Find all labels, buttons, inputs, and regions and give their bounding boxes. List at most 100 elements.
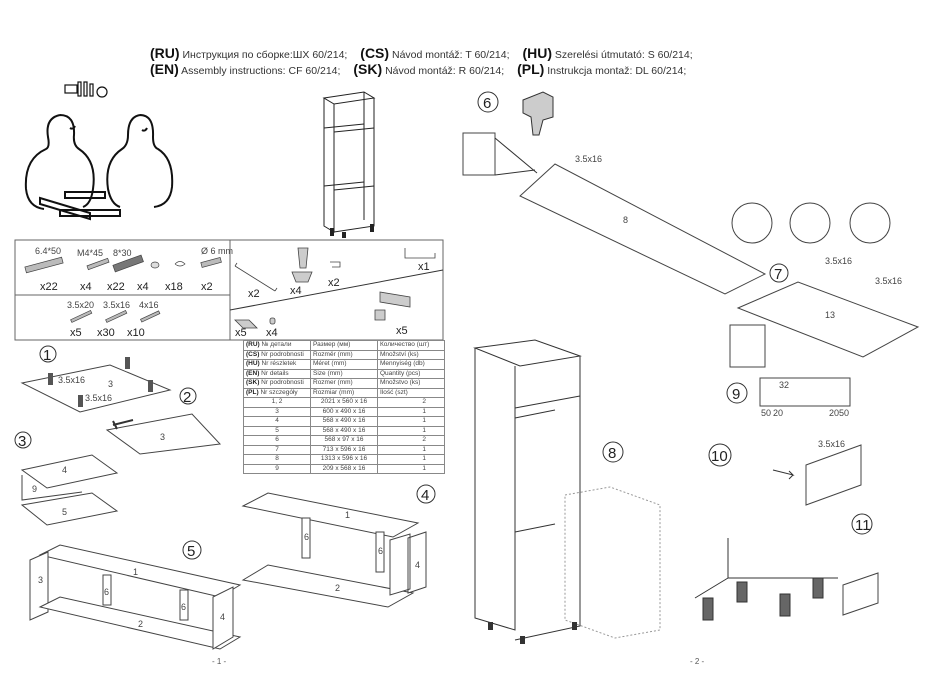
header-detail: (SK) Nr podrobnosti bbox=[243, 378, 311, 389]
step-number: 6 bbox=[483, 95, 491, 112]
cell-qty: 1 bbox=[377, 425, 445, 436]
cell-size: 568 x 490 x 16 bbox=[310, 425, 378, 436]
header-line-2: (EN) Assembly instructions: CF 60/214; (… bbox=[150, 61, 686, 77]
page-number-left: - 1 - bbox=[212, 657, 227, 666]
panel-label: 4 bbox=[62, 465, 67, 475]
cell-size: 1313 x 596 x 16 bbox=[310, 454, 378, 465]
header-detail: (PL) Nr szczegóły bbox=[243, 387, 311, 398]
hw-qty: x30 bbox=[97, 327, 115, 339]
hardware-box-left: 6.4*50 M4*45 8*30 Ø 6 mm x22 x4 x22 x4 x… bbox=[14, 239, 233, 341]
bolt-icon bbox=[86, 257, 110, 271]
cell-qty: 1 bbox=[377, 463, 445, 474]
tools-icon bbox=[64, 81, 108, 98]
hardware-box-right: x2 x4 x2 x1 x5 x4 x5 bbox=[229, 239, 444, 341]
cell-part: 1, 2 bbox=[243, 397, 311, 408]
title-ru: Инструкция по сборке:ШХ 60/214; bbox=[182, 49, 348, 61]
hanger-icon bbox=[330, 261, 341, 268]
header-size: Rozmiar (mm) bbox=[310, 387, 378, 398]
panel-label: 6 bbox=[304, 532, 309, 542]
step-number: 4 bbox=[421, 487, 429, 504]
step-number: 8 bbox=[608, 445, 616, 462]
panel-label: 1 bbox=[345, 510, 350, 520]
header-size: Size (mm) bbox=[310, 368, 378, 379]
header-qty: Количество (шт) bbox=[377, 340, 445, 351]
arrow-icon bbox=[772, 469, 795, 480]
cell-qty: 1 bbox=[377, 454, 445, 465]
hw-size: 8*30 bbox=[113, 248, 132, 258]
panel-label: 13 bbox=[825, 310, 835, 320]
hinge-adjust-detail bbox=[789, 202, 831, 244]
header-detail: (EN) Nr details bbox=[243, 368, 311, 379]
shelf-pin-icon bbox=[174, 261, 186, 267]
step-number: 5 bbox=[187, 543, 195, 560]
cap-icon bbox=[269, 317, 276, 325]
handle-icon bbox=[234, 262, 278, 292]
panel-label: 8 bbox=[623, 215, 628, 225]
panel-label: 3 bbox=[160, 432, 165, 442]
header-line-1: (RU) Инструкция по сборке:ШХ 60/214; (CS… bbox=[150, 45, 693, 61]
cell-qty: 1 bbox=[377, 406, 445, 417]
adjustable-leg-icon bbox=[291, 247, 313, 283]
cell-size: 2021 x 560 x 16 bbox=[310, 397, 378, 408]
lang-code: (PL) bbox=[517, 61, 545, 77]
drill-icon bbox=[522, 91, 554, 136]
screw-icon bbox=[105, 309, 128, 323]
lang-code: (RU) bbox=[150, 45, 180, 61]
hex-key-icon bbox=[404, 248, 436, 259]
hw-size: 4x16 bbox=[139, 300, 159, 310]
cell-part: 3 bbox=[243, 406, 311, 417]
dowel-icon bbox=[112, 254, 144, 273]
panel-label: 4 bbox=[220, 612, 225, 622]
wall-anchor-icon bbox=[200, 257, 222, 268]
panel-label: 2 bbox=[335, 583, 340, 593]
hw-size: Ø 6 mm bbox=[201, 246, 233, 256]
screw-label: 3.5x16 bbox=[825, 256, 852, 266]
header-qty: Quantity (pcs) bbox=[377, 368, 445, 379]
cell-part: 7 bbox=[243, 444, 311, 455]
dim-label: 20 bbox=[773, 408, 783, 418]
dim-label: 32 bbox=[779, 380, 789, 390]
hammer-icon bbox=[112, 419, 134, 430]
cell-part: 4 bbox=[243, 416, 311, 427]
panel-label: 6 bbox=[104, 587, 109, 597]
title-pl: Instrukcja montaž: DL 60/214; bbox=[547, 65, 687, 77]
hw-qty: x18 bbox=[165, 281, 183, 293]
cell-part: 9 bbox=[243, 463, 311, 474]
title-cs: Návod montáž: T 60/214; bbox=[391, 49, 510, 61]
washer-icon bbox=[150, 261, 160, 269]
lang-code: (HU) bbox=[522, 45, 552, 61]
screw-label: 3.5x16 bbox=[575, 154, 602, 164]
panel-label: 3 bbox=[38, 575, 43, 585]
hw-qty: x4 bbox=[290, 285, 302, 297]
step-number: 7 bbox=[774, 266, 782, 283]
hw-qty: x2 bbox=[328, 277, 340, 289]
cell-qty: 2 bbox=[377, 435, 445, 446]
mounting-plate-icon bbox=[234, 319, 258, 329]
step-8-diagram: 8 bbox=[473, 339, 661, 644]
step-9-diagram: 9 50 20 20 50 32 bbox=[726, 377, 851, 418]
step-10-diagram: 10 3.5x16 bbox=[708, 439, 862, 506]
hw-qty: x22 bbox=[40, 281, 58, 293]
screw-icon bbox=[70, 309, 93, 323]
header-qty: Množstvo (ks) bbox=[377, 378, 445, 389]
lang-code: (SK) bbox=[353, 61, 383, 77]
dim-label: 20 bbox=[829, 408, 839, 418]
header-size: Размер (мм) bbox=[310, 340, 378, 351]
panel-label: 3 bbox=[108, 379, 113, 389]
screw-label: 3.5x16 bbox=[818, 439, 845, 449]
cell-size: 600 x 490 x 16 bbox=[310, 406, 378, 417]
step-6-diagram: 6 3.5x16 8 bbox=[462, 91, 767, 295]
dim-label: 50 bbox=[839, 408, 849, 418]
hw-qty: x10 bbox=[127, 327, 145, 339]
step-1-diagram: 1 3.5x16 3.5x16 3 bbox=[20, 345, 172, 413]
step-number: 1 bbox=[43, 347, 51, 364]
step-number: 2 bbox=[183, 389, 191, 406]
